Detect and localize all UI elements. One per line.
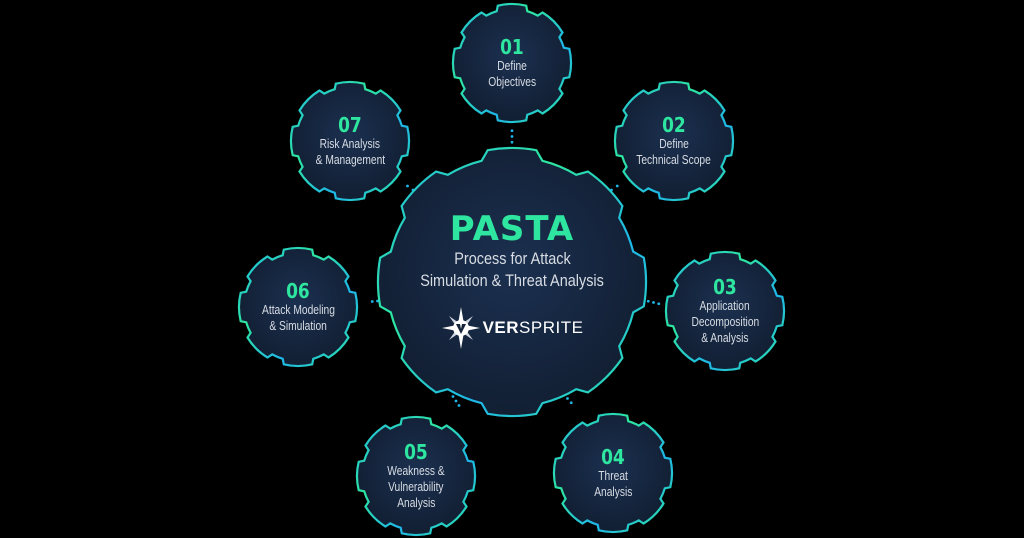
stage-label: Analysis [396, 496, 436, 510]
stage-label: & Simulation [269, 319, 327, 333]
stage-label: & Management [315, 153, 385, 167]
stage-number: 03 [713, 275, 737, 299]
logo-wordmark: VERSPRITE [482, 318, 584, 337]
stage-label: Vulnerability [388, 480, 444, 494]
stage-number: 06 [286, 279, 310, 303]
stage-number: 01 [500, 35, 524, 59]
stage-03: 03 Application Decomposition & Analysis [667, 253, 783, 369]
stage-05: 05 Weakness & Vulnerability Analysis [358, 418, 474, 534]
center-title: PASTA [449, 209, 575, 249]
stage-label: Define [497, 59, 527, 73]
center-subtitle-2: Simulation & Threat Analysis [420, 271, 604, 290]
center-subtitle-1: Process for Attack [453, 249, 571, 268]
compass-star-v-icon [441, 307, 480, 349]
stage-label: Objectives [488, 75, 536, 89]
stage-number: 02 [662, 113, 686, 137]
stage-number: 07 [338, 113, 362, 137]
stage-02: 02 Define Technical Scope [616, 86, 732, 196]
stage-06: 06 Attack Modeling & Simulation [240, 252, 356, 362]
versprite-logo: VERSPRITE [441, 306, 584, 350]
stage-label: Attack Modeling [261, 303, 335, 317]
stage-label: Analysis [593, 485, 633, 499]
stage-label: Risk Analysis [319, 137, 381, 151]
stage-07: 07 Risk Analysis & Management [292, 86, 408, 196]
stage-04: 04 Threat Analysis [555, 418, 671, 528]
stage-number: 05 [404, 440, 428, 464]
stage-label: Decomposition [691, 315, 759, 329]
stage-01: 01 Define Objectives [454, 8, 570, 118]
stage-label: & Analysis [701, 331, 749, 345]
stage-number: 04 [601, 445, 625, 469]
stage-label: Weakness & [387, 464, 445, 478]
center-hub: PASTA Process for Attack Simulation & Th… [392, 160, 632, 400]
stage-label: Define [659, 137, 689, 151]
stage-label: Technical Scope [636, 153, 712, 167]
stage-label: Application [699, 299, 751, 313]
stage-label: Threat [598, 469, 628, 483]
